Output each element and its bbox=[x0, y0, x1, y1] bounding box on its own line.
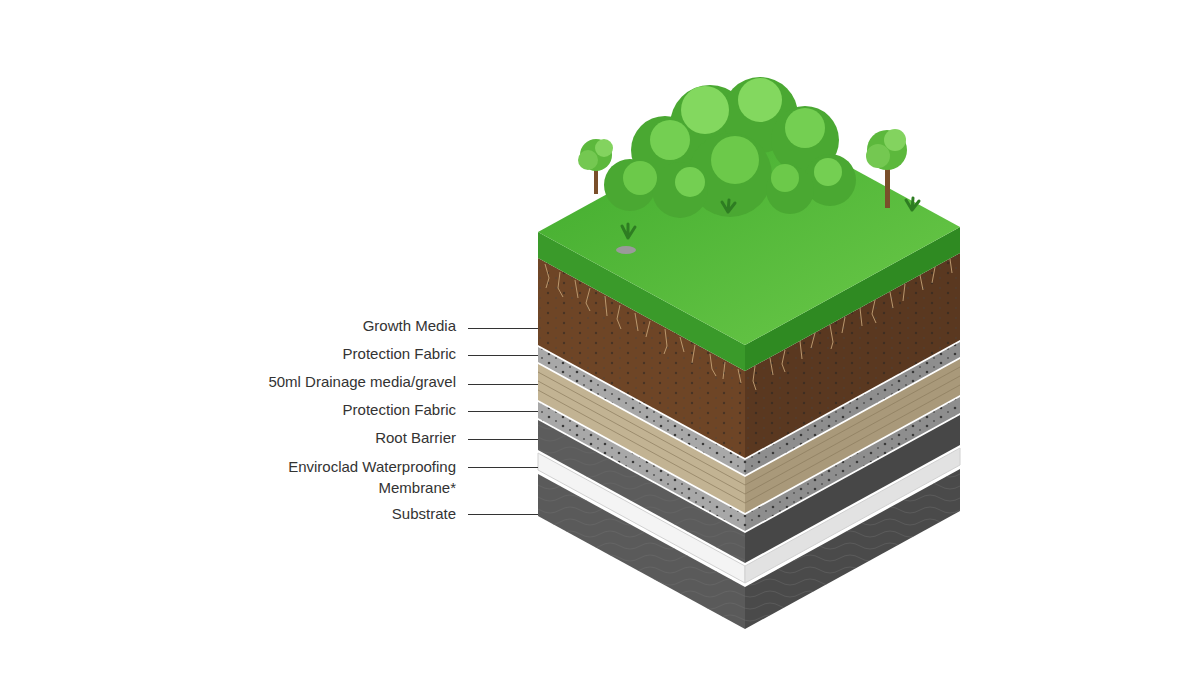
layer-label: Growth Media bbox=[360, 315, 456, 336]
layer-label: Enviroclad Waterproofing Membrane* bbox=[286, 456, 456, 498]
layer-label: Protection Fabric bbox=[340, 343, 456, 364]
layer-label: Protection Fabric bbox=[340, 399, 456, 420]
layer-label: 50ml Drainage media/gravel bbox=[266, 371, 456, 392]
layer-label: Substrate bbox=[389, 503, 456, 524]
layer-label: Root Barrier bbox=[373, 427, 456, 448]
